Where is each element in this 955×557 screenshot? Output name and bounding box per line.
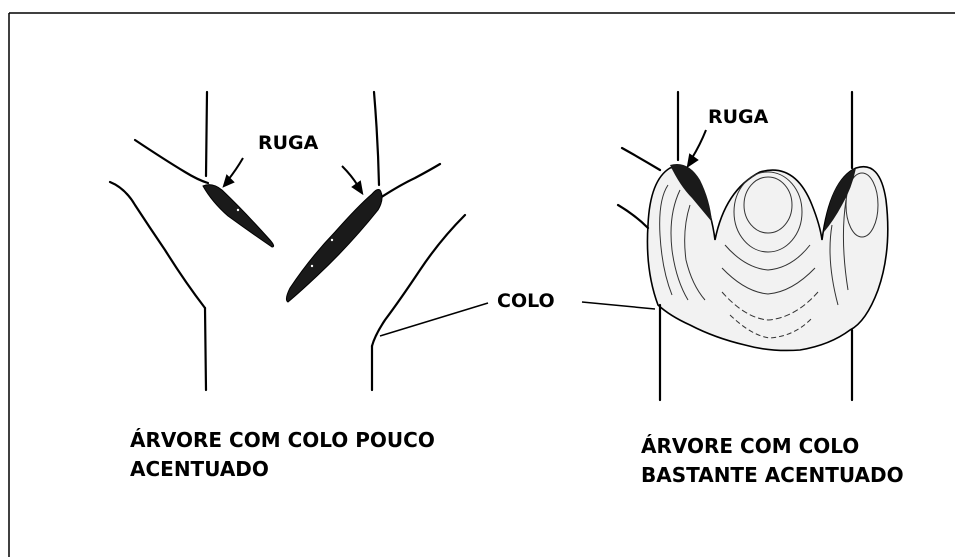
colo-leader-left (380, 303, 488, 336)
speckle (237, 209, 239, 211)
ruga-arrow-a (228, 158, 243, 180)
left-caption-line2: ACENTUADO (130, 455, 435, 484)
left-branch-upper-edge (135, 140, 208, 183)
colo-leader-right (582, 302, 655, 309)
right-caption-line2: BASTANTE ACENTUADO (641, 461, 904, 490)
colo-label: COLO (497, 290, 555, 312)
right-branch-stub-a (622, 148, 660, 170)
left-trunk-left-edge (205, 308, 206, 390)
speckle (311, 265, 313, 267)
ruga-label-right: RUGA (708, 106, 768, 128)
left-central-stem-a (206, 92, 207, 176)
speckle (331, 239, 333, 241)
right-tree (618, 92, 888, 400)
left-central-stem-b (374, 92, 379, 185)
ruga-arrow-b (342, 166, 358, 186)
left-caption: ÁRVORE COM COLO POUCO ACENTUADO (130, 426, 435, 484)
ruga-arrowhead-a (224, 176, 233, 186)
collar-swelling (647, 167, 887, 351)
ruga-arrowhead-b (353, 182, 362, 193)
left-ruga-mark (203, 185, 274, 247)
right-caption-line1: ÁRVORE COM COLO (641, 432, 904, 461)
right-ruga-mark (286, 190, 382, 303)
left-ruga-arrows (224, 158, 362, 193)
right-caption: ÁRVORE COM COLO BASTANTE ACENTUADO (641, 432, 904, 490)
left-branch-outer-edge (110, 182, 205, 308)
right-branch-upper-edge (380, 164, 440, 198)
ruga-label-left: RUGA (258, 132, 318, 154)
right-branch-stub-b (618, 205, 648, 228)
right-ruga-arrow (688, 130, 706, 166)
left-caption-line1: ÁRVORE COM COLO POUCO (130, 426, 435, 455)
right-branch-outer-edge (372, 215, 465, 346)
